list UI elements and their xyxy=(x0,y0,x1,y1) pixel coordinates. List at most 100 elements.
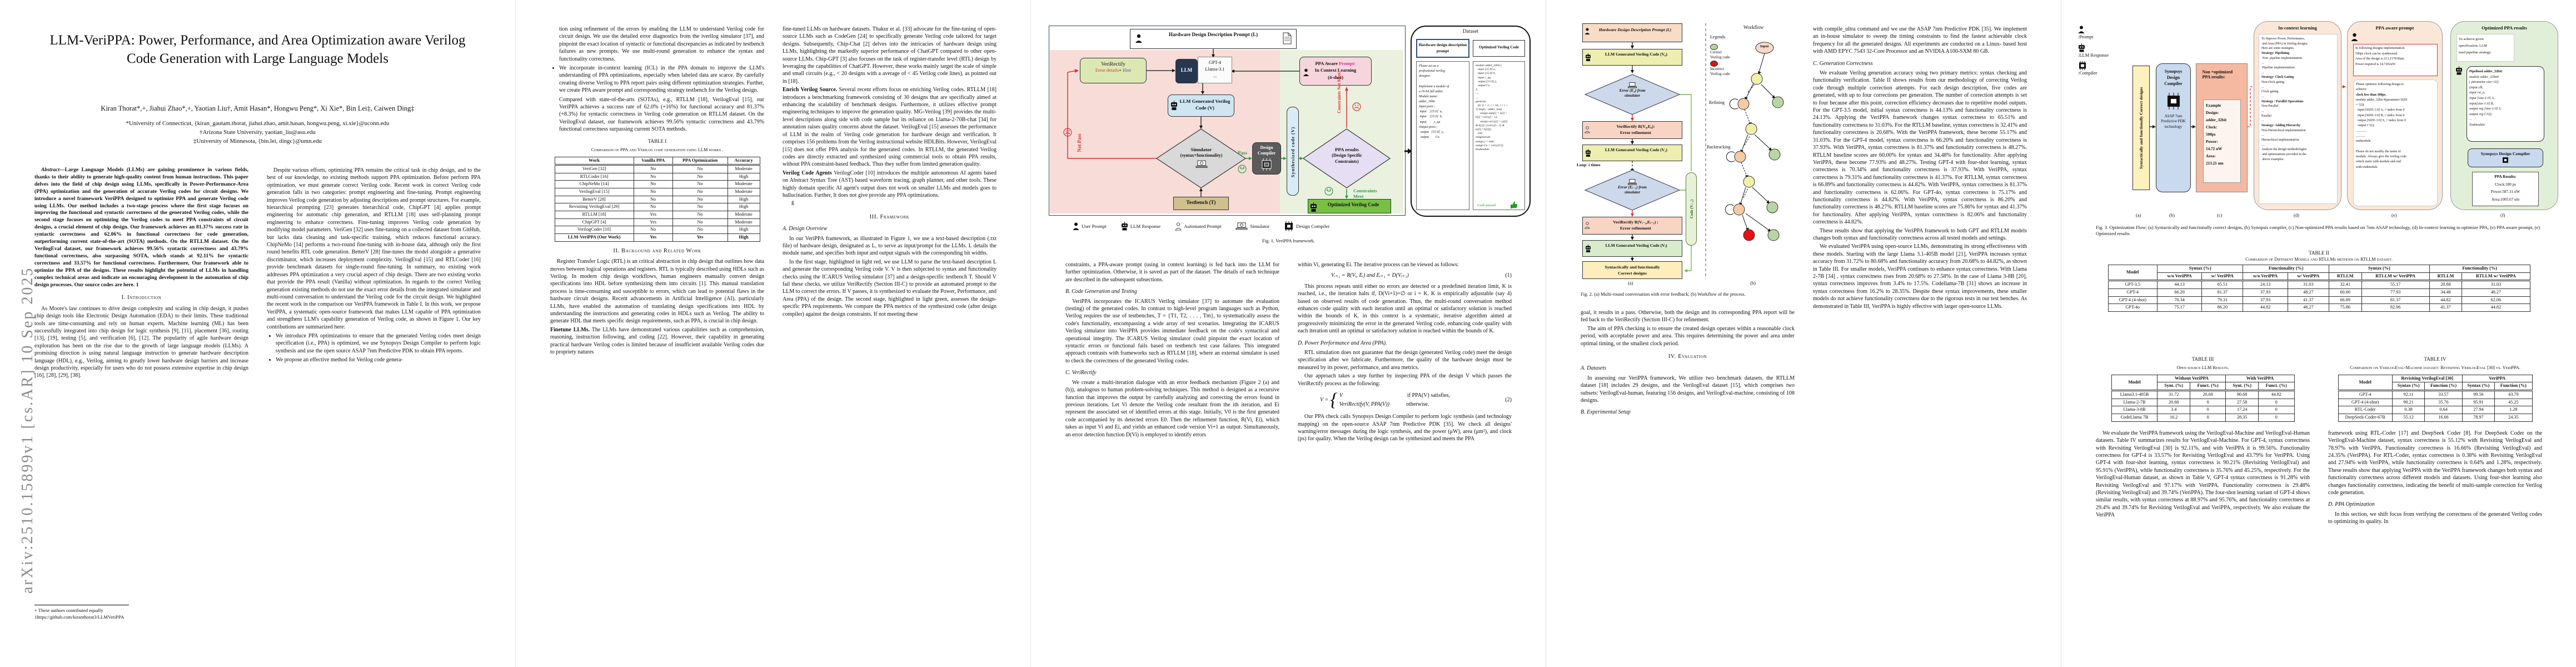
footnote-equal-contribution: + These authors contributed equally xyxy=(34,608,103,613)
fig2-workflow-title: Workflow xyxy=(1743,24,1764,30)
fig3-icl-text: To Improve Power, Performance, and Area … xyxy=(2259,34,2338,204)
fig1-optimized-code-box: Optimized Verilog Code xyxy=(1308,199,1391,213)
body-paragraph: We evaluate the VeriPPA framework using … xyxy=(2096,430,2310,519)
fig1-simulator-l1: Simulator xyxy=(1190,147,1212,152)
body-paragraph: In this section, we shift focus from ver… xyxy=(2328,511,2542,525)
table-cell: VeriGen [32] xyxy=(554,165,634,173)
table-2: Model Syntax (%) Functionality (%) Synta… xyxy=(2107,264,2530,312)
table-cell: 41.37 xyxy=(2429,303,2463,312)
fig2-error0-l2: simulator xyxy=(1624,93,1641,98)
user-outline-icon xyxy=(1585,126,1590,133)
table-cell: High xyxy=(727,226,760,235)
table-cell: 48.27 xyxy=(2287,288,2329,297)
table-cell: No xyxy=(672,195,728,204)
table-cell: Yes xyxy=(672,233,728,242)
text-line: .... xyxy=(2261,143,2265,147)
column-subheader: Syntax (%) xyxy=(2391,382,2425,391)
subsection-ppa: D. Power Performance and Area (PPA). xyxy=(1298,340,1387,346)
fig2-vi-box: LLM Generated Verilog Code (Vᵢ) xyxy=(1582,240,1682,257)
user-outline-icon xyxy=(1175,222,1182,230)
figure-2: Hardware Design Description Prompt (L) L… xyxy=(1577,23,1799,287)
text-line: input [SIZE-1:0] A, // index from 0 xyxy=(2356,108,2405,112)
text-line: Strategy: Pipelining xyxy=(2261,52,2290,56)
robot-icon xyxy=(1121,222,1128,231)
table-cell: LLM-VeriPPA (Our Work) xyxy=(554,233,634,242)
thumbs-up-icon xyxy=(1511,201,1518,208)
text-line: input c_up xyxy=(1419,120,1441,124)
fig1-ppa-results-l1: PPA results xyxy=(1335,147,1359,152)
body-paragraph: We evaluate Verilog generation accuracy … xyxy=(1813,70,2027,226)
stray-character: ß xyxy=(791,201,794,207)
fig3-f-synopsys-box: Synopsys Design Compiler xyxy=(2468,148,2543,167)
column-header: With VeriPPA xyxy=(2225,374,2295,383)
table-cell: 24.13 xyxy=(2243,280,2288,289)
equation-2-cond1: if PPA(V) satisfies, xyxy=(1407,392,1451,399)
table-cell: 1.28 xyxy=(2494,406,2533,415)
figure-1: Hardware Design Description Prompt (L) V… xyxy=(1047,23,1531,218)
section-heading-framework: III. Framework xyxy=(869,213,910,220)
table-4: Model Revisiting VerilogEval [30] VeriPP… xyxy=(2338,374,2533,422)
fig1-dataset-box2: Optimized Verilog Code xyxy=(1473,40,1525,57)
text-line: a 16-bit full adder. xyxy=(1419,89,1443,93)
table-cell: High xyxy=(727,203,760,212)
text-line: ... xyxy=(2261,61,2264,65)
table-cell: 0 xyxy=(2258,414,2295,422)
equation-2-cond2: otherwise. xyxy=(1406,401,1429,408)
column-subheader: Funct. (%) xyxy=(2189,382,2226,391)
text-line: with endmodule xyxy=(2356,165,2378,169)
text-line: input [15:0] b, xyxy=(1476,72,1496,76)
table-cell: No xyxy=(672,165,728,173)
table-cell: 31.03 xyxy=(2287,280,2329,289)
simulator-laptop-icon xyxy=(1195,160,1207,168)
robot-icon xyxy=(2456,66,2462,75)
body-paragraph: Finetune LLMs. The LLMs have demonstrate… xyxy=(550,326,764,356)
abstract-lead: Abstract— xyxy=(41,167,65,173)
table-cell: 86.20 xyxy=(2201,303,2244,312)
fig1-ppa-prompt-l1b: Prompt: xyxy=(1338,61,1356,66)
fig2-refining-label: Refining xyxy=(1709,100,1725,105)
column-header: Work xyxy=(554,156,634,166)
text-line: b[i] ^ carry[i - 1]; xyxy=(1476,116,1498,120)
fig2-correct-l1: Syntactically and functionally xyxy=(1605,265,1660,270)
equation-2-brace: { xyxy=(1330,390,1338,411)
fig1-testbench-label: Testbench (T) xyxy=(1186,200,1216,205)
text-line: assign y = sum; xyxy=(1476,140,1495,143)
subsection-design-overview: A. Design Overview xyxy=(783,226,828,232)
fig3-f-synopsys-label: Synopsys Design Compiler xyxy=(2480,151,2530,156)
subsection-ppa-optimization: D. PPA Optimization xyxy=(2328,501,2375,508)
table-cell: No xyxy=(633,172,673,181)
table-cell: RTLCoder [16] xyxy=(554,172,634,181)
column-subheader: Synt. (%) xyxy=(2157,382,2190,391)
fig1-model-box: GPT-4 Llama-3.1 ... xyxy=(1198,57,1232,83)
text-line: generate xyxy=(1476,99,1486,103)
table-cell: High xyxy=(727,233,760,242)
text-line: Implement a module of xyxy=(1419,84,1449,88)
table-cell: 3.4 xyxy=(2157,406,2190,415)
fig1-hint-label: Hint xyxy=(1123,67,1132,73)
fig1-ppa-prompt-l2: In Context Learning xyxy=(1314,67,1357,73)
legend-simulator: Simulator xyxy=(1235,222,1269,230)
table-cell: 27.58 xyxy=(2225,398,2259,407)
text-line: clock less than 300ps. xyxy=(2356,93,2386,97)
fig2-workflow-tree xyxy=(1725,42,1784,241)
column-subheader: RTLLM xyxy=(2429,272,2463,281)
table-cell: VerilogCoder [10] xyxy=(554,226,634,235)
table-cell: Yes xyxy=(633,233,673,242)
user-icon xyxy=(2351,33,2358,41)
fig2-verirectify0-l1: VeriRectify R(V₀,E₀): xyxy=(1616,124,1655,129)
text-line: input rst_n, xyxy=(2469,91,2485,95)
body-paragraph: VeriPPA incorporates the ICARUS Verilog … xyxy=(1065,298,1279,364)
table-cell: GPT-3.5 xyxy=(2107,280,2158,289)
body-paragraph: within Vi, generating Ei. The iterative … xyxy=(1298,262,1459,268)
